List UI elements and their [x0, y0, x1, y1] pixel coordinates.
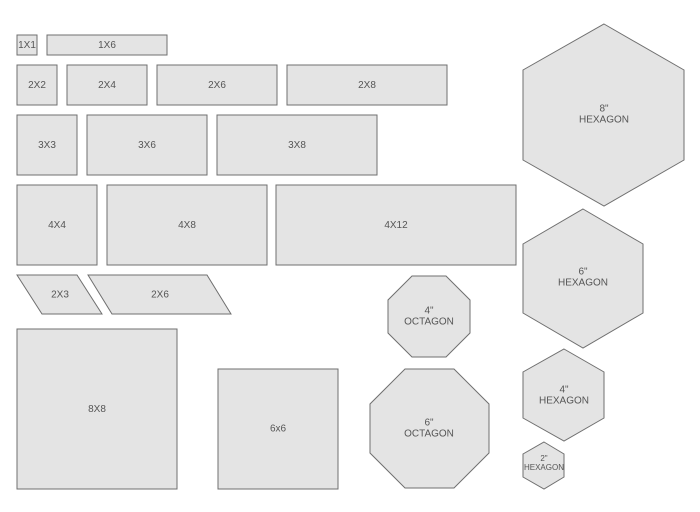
parallelogram-2x3-shape	[16, 274, 103, 315]
octagon-6in-label-size: 6"	[424, 418, 434, 429]
hexagon-4in-shape	[522, 348, 605, 442]
hexagon-8in-label-size: 8"	[599, 104, 609, 115]
hexagon-2in-shape	[522, 441, 565, 490]
tile-3x3-shape	[16, 114, 78, 176]
tile-6x6[interactable]: 6x6	[217, 368, 339, 490]
tile-2x2[interactable]: 2X2	[16, 64, 58, 106]
hexagon-6in-label-name: HEXAGON	[558, 278, 608, 289]
hexagon-4in-label-name: HEXAGON	[539, 396, 589, 407]
tile-1x6-label: 1X6	[98, 40, 116, 51]
octagon-6in-shape	[369, 368, 490, 489]
tile-2x4[interactable]: 2X4	[66, 64, 148, 106]
hexagon-6in-shape	[522, 208, 644, 349]
tile-2x8-shape	[286, 64, 448, 106]
hexagon-2in-label-size: 2"	[540, 454, 547, 463]
tile-4x8[interactable]: 4X8	[106, 184, 268, 266]
hexagon-8in-label-name: HEXAGON	[579, 115, 629, 126]
parallelogram-2x3[interactable]: 2X3	[16, 274, 103, 315]
tile-4x8-shape	[106, 184, 268, 266]
parallelogram-2x6-label: 2X6	[151, 290, 169, 301]
tile-8x8-label: 8X8	[88, 404, 106, 415]
parallelogram-2x6[interactable]: 2X6	[87, 274, 232, 315]
tile-4x12-label: 4X12	[384, 220, 408, 231]
tile-4x4-label: 4X4	[48, 220, 66, 231]
tile-4x4-shape	[16, 184, 98, 266]
octagon-4in-shape	[387, 275, 471, 358]
tile-1x6-shape	[46, 34, 168, 56]
tile-3x8-shape	[216, 114, 378, 176]
hexagon-6in-label-size: 6"	[578, 267, 588, 278]
tile-8x8-shape	[16, 328, 178, 490]
tile-2x6-shape	[156, 64, 278, 106]
tile-2x6-label: 2X6	[208, 80, 226, 91]
tile-2x6[interactable]: 2X6	[156, 64, 278, 106]
tile-3x3[interactable]: 3X3	[16, 114, 78, 176]
octagon-4in-label-name: OCTAGON	[404, 317, 454, 328]
parallelogram-2x6-shape	[87, 274, 232, 315]
hexagon-2in[interactable]: 2" HEXAGON	[522, 441, 565, 490]
octagon-6in[interactable]: 6" OCTAGON	[369, 368, 490, 489]
tile-6x6-label: 6x6	[270, 424, 287, 435]
tile-1x1[interactable]: 1X1	[16, 34, 38, 56]
tile-3x3-label: 3X3	[38, 140, 56, 151]
tile-2x8-label: 2X8	[358, 80, 376, 91]
hexagon-4in[interactable]: 4" HEXAGON	[522, 348, 605, 442]
tile-4x8-label: 4X8	[178, 220, 196, 231]
tile-6x6-shape	[217, 368, 339, 490]
hexagon-2in-label-name: HEXAGON	[524, 463, 564, 472]
tile-4x12-shape	[275, 184, 517, 266]
hexagon-8in-shape	[522, 23, 685, 207]
tile-2x4-label: 2X4	[98, 80, 116, 91]
tile-3x8-label: 3X8	[288, 140, 306, 151]
hexagon-4in-label-size: 4"	[559, 385, 569, 396]
tile-4x12[interactable]: 4X12	[275, 184, 517, 266]
tile-8x8[interactable]: 8X8	[16, 328, 178, 490]
hexagon-8in[interactable]: 8" HEXAGON	[522, 23, 685, 207]
tile-2x8[interactable]: 2X8	[286, 64, 448, 106]
tile-3x6[interactable]: 3X6	[86, 114, 208, 176]
tile-3x6-shape	[86, 114, 208, 176]
tile-3x8[interactable]: 3X8	[216, 114, 378, 176]
octagon-4in-label-size: 4"	[424, 306, 434, 317]
tile-1x1-label: 1X1	[18, 40, 36, 51]
tile-2x4-shape	[66, 64, 148, 106]
tile-2x2-label: 2X2	[28, 80, 46, 91]
tile-2x2-shape	[16, 64, 58, 106]
tile-1x1-shape	[16, 34, 38, 56]
tile-1x6[interactable]: 1X6	[46, 34, 168, 56]
tile-3x6-label: 3X6	[138, 140, 156, 151]
hexagon-6in[interactable]: 6" HEXAGON	[522, 208, 644, 349]
parallelogram-2x3-label: 2X3	[51, 290, 69, 301]
octagon-6in-label-name: OCTAGON	[404, 429, 454, 440]
tile-4x4[interactable]: 4X4	[16, 184, 98, 266]
octagon-4in[interactable]: 4" OCTAGON	[387, 275, 471, 358]
